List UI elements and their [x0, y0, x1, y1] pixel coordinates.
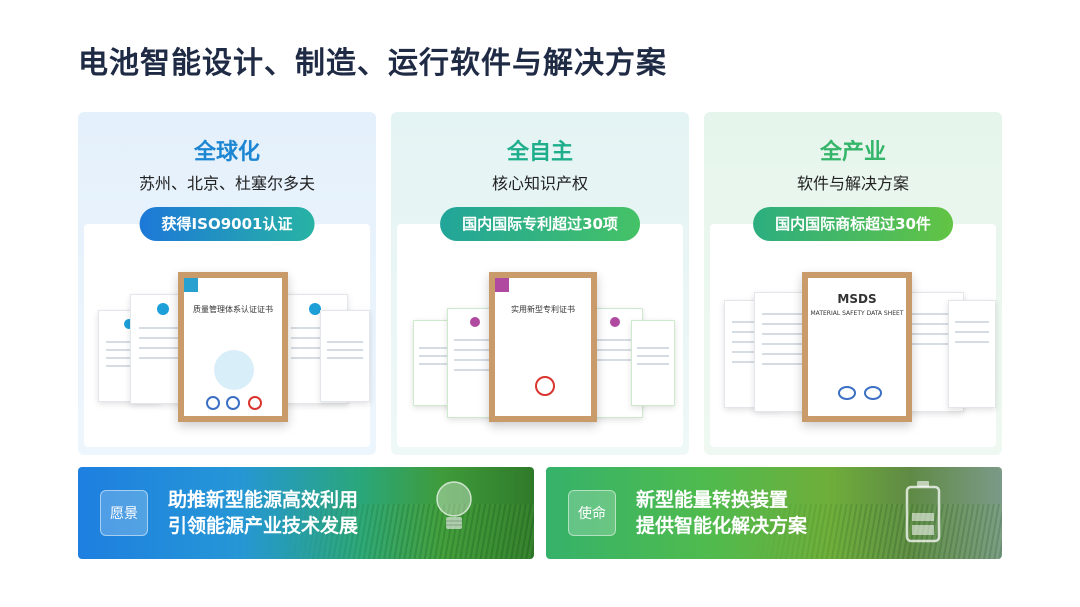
framed-certificate: 质量管理体系认证证书: [178, 272, 288, 422]
card-title: 全产业: [819, 140, 886, 165]
certificate-image: [320, 310, 370, 402]
framed-certificate: MSDS MATERIAL SAFETY DATA SHEET: [802, 272, 912, 422]
card-independence: 全自主 核心知识产权 国内国际专利超过30项 实用新型专利证书: [391, 112, 689, 455]
card-full-industry: 全产业 软件与解决方案 国内国际商标超过30件 MSDS MATERIAL SA…: [704, 112, 1002, 455]
card-globalization: 全球化 苏州、北京、杜塞尔多夫 获得ISO9001认证 质量管理体系认证证书: [78, 112, 376, 455]
badge-pill: 获得ISO9001认证: [139, 207, 315, 241]
certificate-panel: MSDS MATERIAL SAFETY DATA SHEET: [710, 224, 996, 447]
certificate-subheading: MATERIAL SAFETY DATA SHEET: [810, 310, 904, 317]
page-title: 电池智能设计、制造、运行软件与解决方案: [78, 46, 667, 81]
mission-line-1: 新型能量转换装置: [636, 489, 789, 511]
mission-text: 新型能量转换装置 提供智能化解决方案: [636, 487, 807, 539]
grass-background: [78, 503, 534, 559]
vision-line-2: 引领能源产业技术发展: [168, 515, 359, 537]
certificate-panel: 实用新型专利证书: [397, 224, 683, 447]
certificate-heading: 实用新型专利证书: [511, 305, 575, 314]
card-title: 全自主: [506, 140, 573, 165]
mission-banner: 使命 新型能量转换装置 提供智能化解决方案: [546, 467, 1002, 559]
card-subtitle: 苏州、北京、杜塞尔多夫: [138, 174, 315, 193]
card-subtitle: 核心知识产权: [491, 174, 588, 193]
certificate-heading: MSDS: [837, 292, 877, 306]
card-title: 全球化: [193, 140, 260, 165]
mission-tag: 使命: [568, 490, 616, 536]
vision-tag: 愿景: [100, 490, 148, 536]
battery-icon: [905, 481, 941, 543]
vision-line-1: 助推新型能源高效利用: [168, 489, 359, 511]
certificate-panel: 质量管理体系认证证书: [84, 224, 370, 447]
lightbulb-icon: [436, 481, 472, 529]
framed-certificate: 实用新型专利证书: [489, 272, 597, 422]
badge-pill: 国内国际商标超过30件: [753, 207, 953, 241]
vision-text: 助推新型能源高效利用 引领能源产业技术发展: [168, 487, 358, 539]
certificate-image: [948, 300, 996, 408]
card-subtitle: 软件与解决方案: [796, 174, 909, 193]
mission-line-2: 提供智能化解决方案: [636, 515, 808, 537]
vision-banner: 愿景 助推新型能源高效利用 引领能源产业技术发展: [78, 467, 534, 559]
certificate-heading: 质量管理体系认证证书: [193, 305, 273, 314]
badge-pill: 国内国际专利超过30项: [440, 207, 640, 241]
certificate-image: [631, 320, 675, 406]
